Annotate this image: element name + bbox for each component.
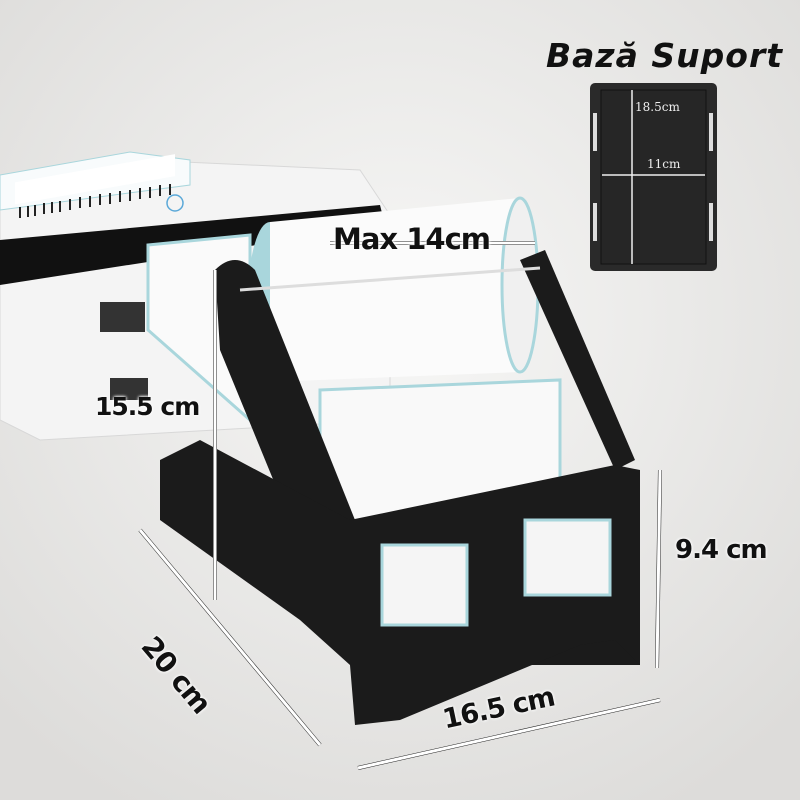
label-holder bbox=[160, 250, 640, 725]
base-width-label: 11cm bbox=[647, 157, 681, 171]
height-label: 15.5 cm bbox=[95, 392, 200, 421]
base-title: Bază Suport bbox=[546, 36, 783, 75]
measure-lines bbox=[138, 241, 662, 770]
base-diagram bbox=[590, 83, 717, 271]
roll-width-label: Max 14cm bbox=[333, 222, 491, 256]
barcode bbox=[19, 184, 171, 218]
base-length-label: 18.5cm bbox=[635, 100, 680, 114]
front-height-label: 9.4 cm bbox=[675, 535, 768, 565]
